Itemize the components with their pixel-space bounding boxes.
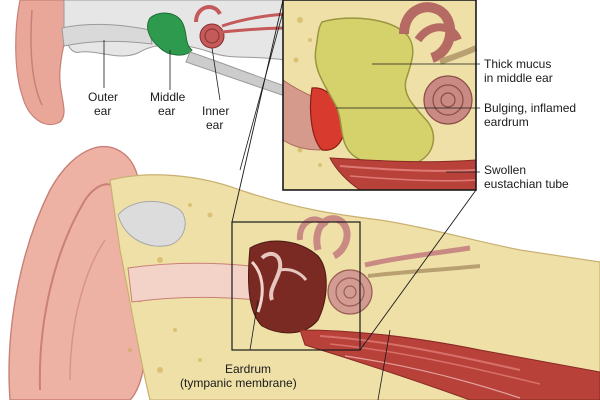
zoom-connector-left bbox=[231, 0, 284, 223]
label-mucus-line2: in middle ear bbox=[484, 71, 553, 85]
label-tympanic-line1: Eardrum bbox=[225, 362, 271, 376]
label-bulging-eardrum-line1: Bulging, inflamed bbox=[484, 101, 576, 115]
large-ear-canal bbox=[127, 262, 259, 303]
label-mucus-line1: Thick mucus bbox=[484, 57, 551, 71]
label-inner-ear-line1: Inner bbox=[202, 104, 229, 118]
leader-tube-bottom bbox=[377, 329, 391, 400]
inset-zoom-middle-ear bbox=[282, 0, 478, 191]
zoom-region-box bbox=[231, 221, 361, 351]
large-eardrum bbox=[250, 260, 264, 313]
label-tympanic-line2: (tympanic membrane) bbox=[180, 376, 297, 390]
small-middle-ear bbox=[147, 12, 193, 56]
large-eustachian-tube bbox=[299, 329, 600, 400]
label-swollen-tube-line1: Swollen bbox=[484, 163, 526, 177]
label-middle-ear-line1: Middle bbox=[150, 90, 186, 104]
small-ear-canal bbox=[61, 23, 153, 47]
label-middle-ear-line2: ear bbox=[158, 104, 175, 118]
label-outer-ear-line1: Outer bbox=[88, 90, 118, 104]
label-swollen-tube-line2: eustachian tube bbox=[484, 177, 569, 191]
label-outer-ear-line2: ear bbox=[94, 104, 111, 118]
large-inner-ear bbox=[296, 215, 481, 315]
label-bulging-eardrum-line2: eardrum bbox=[484, 115, 529, 129]
large-middle-ear-cavity bbox=[248, 240, 327, 334]
leader-tympanic bbox=[249, 299, 259, 351]
zoom-connector-right bbox=[359, 189, 477, 351]
label-inner-ear-line2: ear bbox=[206, 118, 223, 132]
small-inner-ear bbox=[194, 5, 286, 49]
inset-swollen-eustachian-tube bbox=[329, 157, 477, 191]
small-ear-overview bbox=[15, 0, 286, 125]
